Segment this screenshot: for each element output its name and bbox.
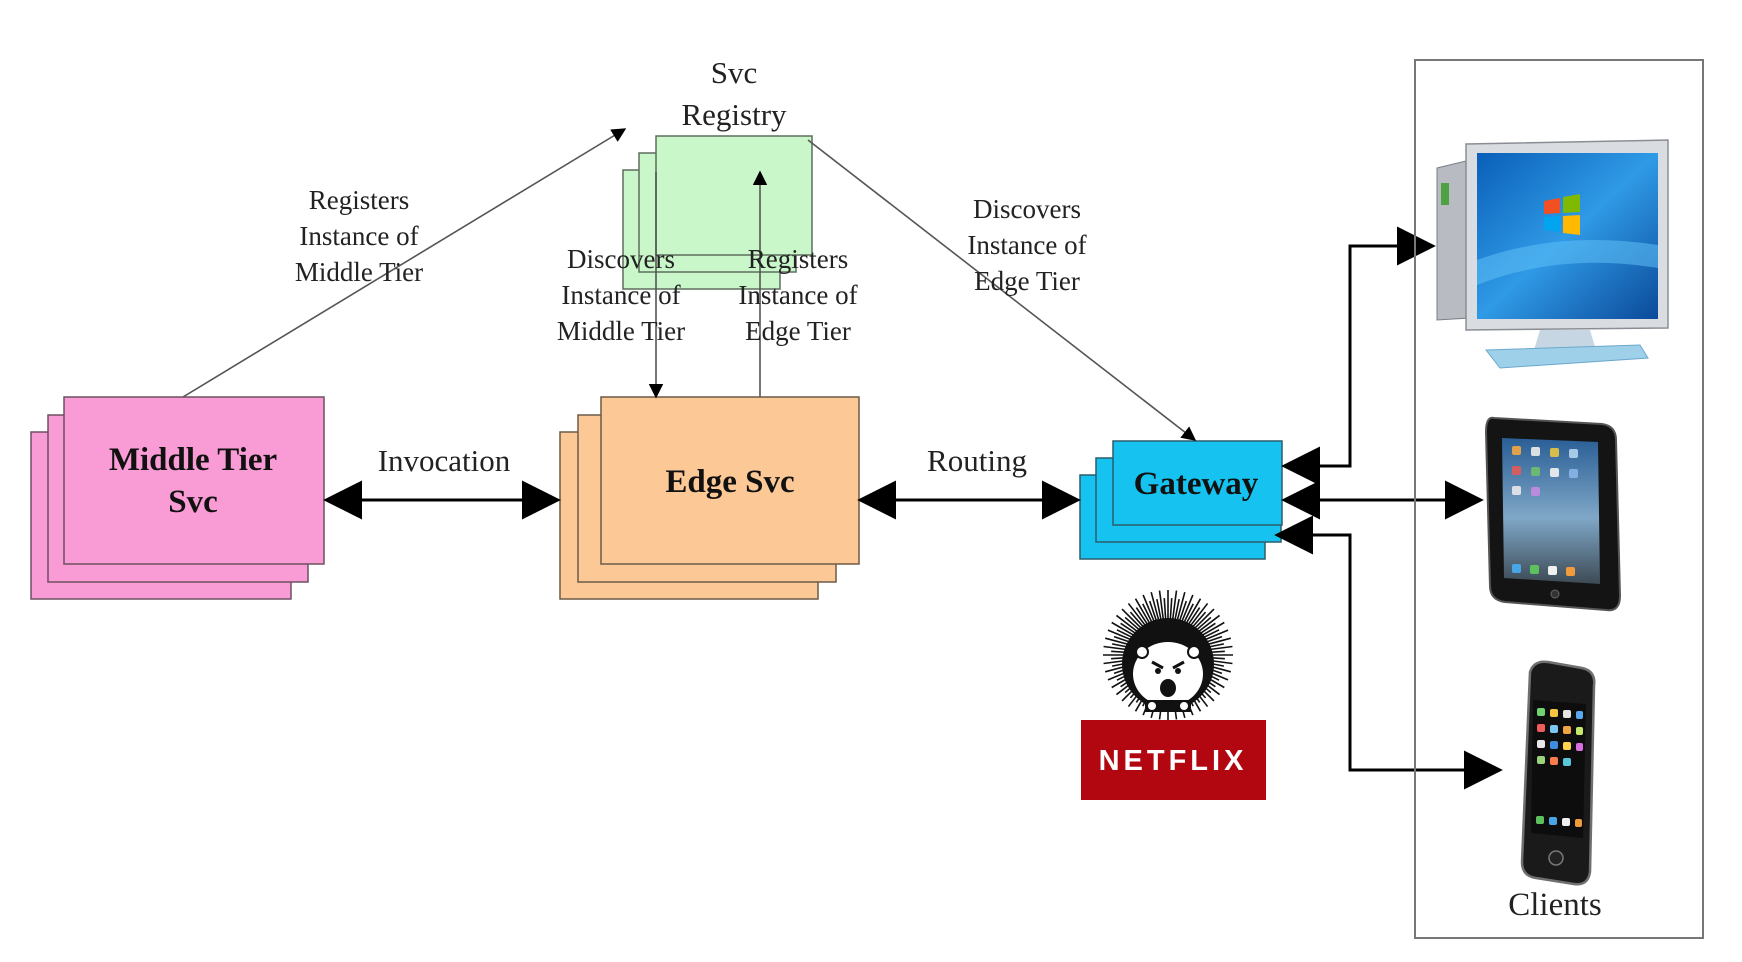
edge-svc-node: Edge Svc	[559, 396, 860, 600]
discovers-middle-label: Discovers Instance of Middle Tier	[557, 244, 685, 346]
gateway-desktop-arrow	[1281, 226, 1436, 486]
svg-text:Middle Tier: Middle Tier	[295, 257, 423, 287]
svg-text:Registers: Registers	[748, 244, 849, 274]
invocation-label: Invocation	[378, 443, 511, 478]
svg-text:Instance of: Instance of	[561, 280, 680, 310]
desktop-monitor-icon	[1436, 139, 1669, 369]
gateway-phone-arrow	[1274, 515, 1503, 790]
svc-registry-label-line2: Registry	[681, 97, 787, 132]
svg-text:Instance of: Instance of	[967, 230, 1086, 260]
svg-text:Middle Tier: Middle Tier	[557, 316, 685, 346]
middle-tier-node: Middle Tier Svc	[30, 396, 325, 600]
routing-label: Routing	[927, 443, 1027, 478]
discovers-edge-arrow	[807, 139, 1197, 441]
registers-middle-arrow	[182, 128, 627, 398]
middle-tier-label-line1: Middle Tier	[109, 442, 277, 478]
registers-middle-label: Registers Instance of Middle Tier	[295, 185, 423, 287]
netflix-logo-text: NETFLIX	[1099, 745, 1248, 777]
svc-registry-label-line1: Svc	[711, 55, 758, 90]
middle-tier-label-line2: Svc	[168, 484, 218, 520]
discovers-edge-label: Discovers Instance of Edge Tier	[967, 194, 1086, 296]
hedgehog-mascot-icon	[1103, 590, 1233, 720]
phone-icon	[1520, 660, 1596, 886]
svg-text:Edge Tier: Edge Tier	[745, 316, 851, 346]
svg-text:Edge Tier: Edge Tier	[974, 266, 1080, 296]
clients-label: Clients	[1508, 887, 1602, 923]
clients-frame	[1414, 59, 1704, 939]
svc-registry-node: Svc Registry	[622, 55, 813, 290]
svg-text:Discovers: Discovers	[973, 194, 1081, 224]
svg-text:Registers: Registers	[309, 185, 410, 215]
netflix-logo: NETFLIX	[1081, 720, 1266, 800]
tablet-icon	[1484, 416, 1622, 612]
svg-text:Instance of: Instance of	[299, 221, 418, 251]
registers-edge-label: Registers Instance of Edge Tier	[738, 244, 857, 346]
gateway-node: Gateway	[1079, 440, 1283, 560]
gateway-label: Gateway	[1134, 466, 1259, 502]
edge-svc-label: Edge Svc	[665, 464, 794, 500]
svg-text:Instance of: Instance of	[738, 280, 857, 310]
svg-text:Discovers: Discovers	[567, 244, 675, 274]
